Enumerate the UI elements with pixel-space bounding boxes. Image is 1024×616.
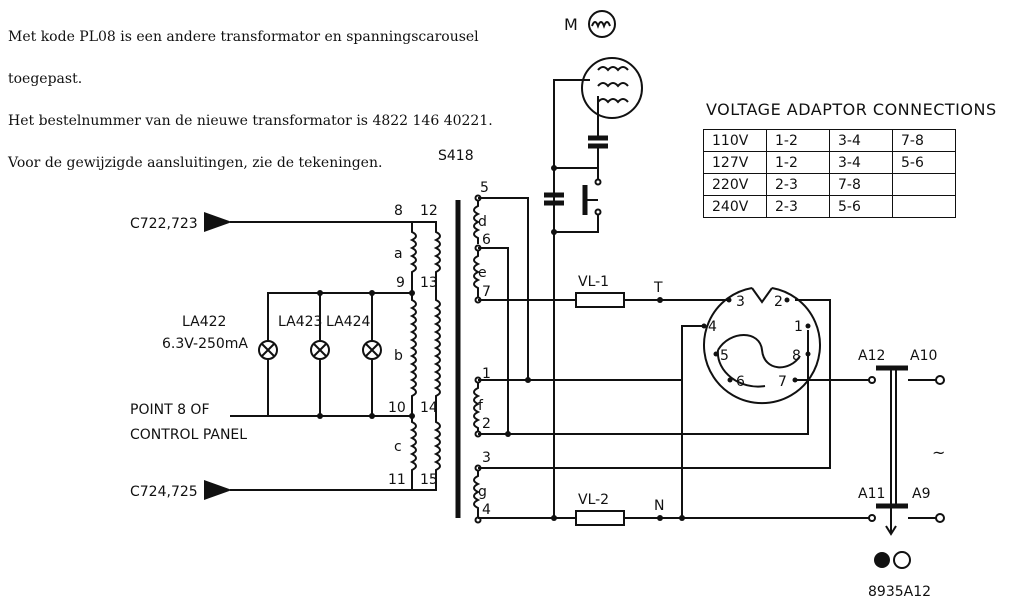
winding-d: d (478, 214, 487, 230)
sel-pin-7: 7 (778, 374, 787, 390)
lamp-la424-icon (362, 340, 382, 360)
table-row: 127V 1-2 3-4 5-6 (703, 151, 956, 174)
pin-12: 12 (420, 203, 438, 219)
table-cell: 7-8 (829, 173, 893, 196)
winding-c: c (394, 439, 402, 455)
primary-winding-right (412, 221, 441, 491)
table-row: 220V 2-3 7-8 (703, 173, 956, 196)
vl2-label: VL-2 (578, 492, 609, 508)
ac-tilde: ~ (932, 443, 945, 462)
winding-g: g (478, 484, 487, 500)
sec-pin-3: 3 (482, 450, 491, 466)
sec-pin-4: 4 (482, 502, 491, 518)
winding-f: f (478, 398, 484, 414)
note-line-2: toegepast. (8, 71, 83, 87)
table-cell: 127V (703, 151, 767, 174)
table-cell: 3-4 (829, 151, 893, 174)
table-cell: 2-3 (766, 173, 830, 196)
point8-label-line1: POINT 8 OF (130, 402, 210, 418)
pin-13: 13 (420, 275, 438, 291)
a9-label: A9 (912, 486, 930, 502)
sec-pin-1: 1 (482, 366, 491, 382)
t-label: T (653, 280, 663, 296)
pin-14: 14 (420, 400, 438, 416)
winding-b: b (394, 348, 403, 364)
n-label: N (654, 498, 664, 514)
pin-8: 8 (394, 203, 403, 219)
sec-pin-6: 6 (482, 232, 491, 248)
a12-label: A12 (858, 348, 885, 364)
winding-e-coil (473, 248, 481, 300)
vl1-label: VL-1 (578, 274, 609, 290)
sec-pin-2: 2 (482, 416, 491, 432)
lamp-la422-icon (258, 340, 278, 360)
sel-pin-1: 1 (794, 319, 803, 335)
winding-a: a (394, 246, 403, 262)
sel-pin-2: 2 (774, 294, 783, 310)
point8-label-line2: CONTROL PANEL (130, 427, 247, 443)
motor-symbol-icon (581, 10, 643, 119)
off-indicator-icon (893, 551, 911, 569)
table-title: VOLTAGE ADAPTOR CONNECTIONS (706, 100, 997, 119)
c722-label: C722,723 (130, 216, 198, 232)
table-cell: 2-3 (766, 195, 830, 218)
la422-rating: 6.3V-250mA (162, 336, 248, 352)
note-text: Met kode PL08 is een andere transformato… (8, 6, 568, 195)
a11-label: A11 (858, 486, 885, 502)
table-row: 240V 2-3 5-6 (703, 195, 956, 218)
fuse-vl1-icon (575, 292, 625, 308)
sel-pin-8: 8 (792, 348, 801, 364)
sel-pin-5: 5 (720, 348, 729, 364)
on-indicator-icon (874, 552, 890, 568)
table-cell: 5-6 (892, 151, 956, 174)
pin-9: 9 (396, 275, 405, 291)
la423-label: LA423 (278, 314, 322, 330)
sec-pin-7: 7 (482, 284, 491, 300)
pin-11: 11 (388, 472, 406, 488)
sec-pin-5: 5 (480, 180, 489, 196)
transformer-label: S418 (438, 148, 474, 164)
voltage-adaptor-table: 110V 1-2 3-4 7-8 127V 1-2 3-4 5-6 220V 2… (703, 129, 956, 218)
la422-label: LA422 (182, 314, 226, 330)
primary-winding-left (400, 221, 417, 491)
table-cell: 220V (703, 173, 767, 196)
note-line-4: Voor de gewijzigde aansluitingen, zie de… (8, 155, 383, 171)
voltage-selector-icon (703, 287, 821, 405)
table-cell (892, 195, 956, 218)
winding-f-coil (473, 380, 481, 434)
sel-pin-6: 6 (736, 374, 745, 390)
motor-label: M (564, 15, 578, 34)
note-line-1: Met kode PL08 is een andere transformato… (8, 29, 479, 45)
pin-10: 10 (388, 400, 406, 416)
table-cell: 110V (703, 129, 767, 152)
reference-code: 8935A12 (868, 584, 931, 600)
winding-g-coil (473, 468, 481, 520)
fuse-vl2-icon (575, 510, 625, 526)
sel-pin-4: 4 (708, 319, 717, 335)
la424-label: LA424 (326, 314, 371, 330)
note-line-3: Het bestelnummer van de nieuwe transform… (8, 113, 493, 129)
c724-label: C724,725 (130, 484, 198, 500)
winding-d-coil (473, 198, 481, 244)
pin-15: 15 (420, 472, 438, 488)
winding-e: e (478, 265, 487, 281)
a10-label: A10 (910, 348, 937, 364)
sel-pin-3: 3 (736, 294, 745, 310)
lamp-la423-icon (310, 340, 330, 360)
